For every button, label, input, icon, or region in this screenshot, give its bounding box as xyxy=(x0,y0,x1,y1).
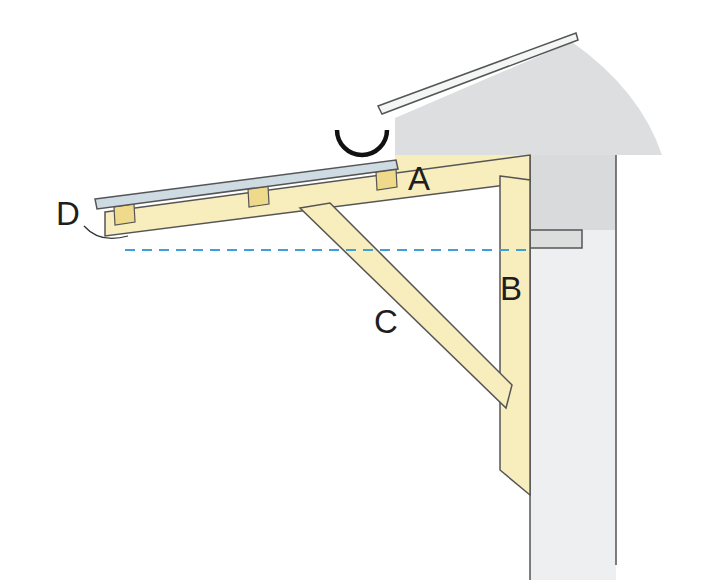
roof-edge xyxy=(378,33,578,114)
gutter xyxy=(337,130,387,155)
part-label: B xyxy=(500,272,522,305)
post xyxy=(500,176,530,495)
leader-line xyxy=(84,226,128,238)
part-label: C xyxy=(374,305,398,338)
house-wall xyxy=(530,230,616,580)
part-label: D xyxy=(56,197,80,230)
wall-band xyxy=(530,155,616,230)
brace xyxy=(300,203,512,408)
part-label: A xyxy=(408,162,430,195)
wall-ledge xyxy=(530,230,582,248)
level-line xyxy=(125,249,532,251)
roof-sheet xyxy=(95,160,398,209)
